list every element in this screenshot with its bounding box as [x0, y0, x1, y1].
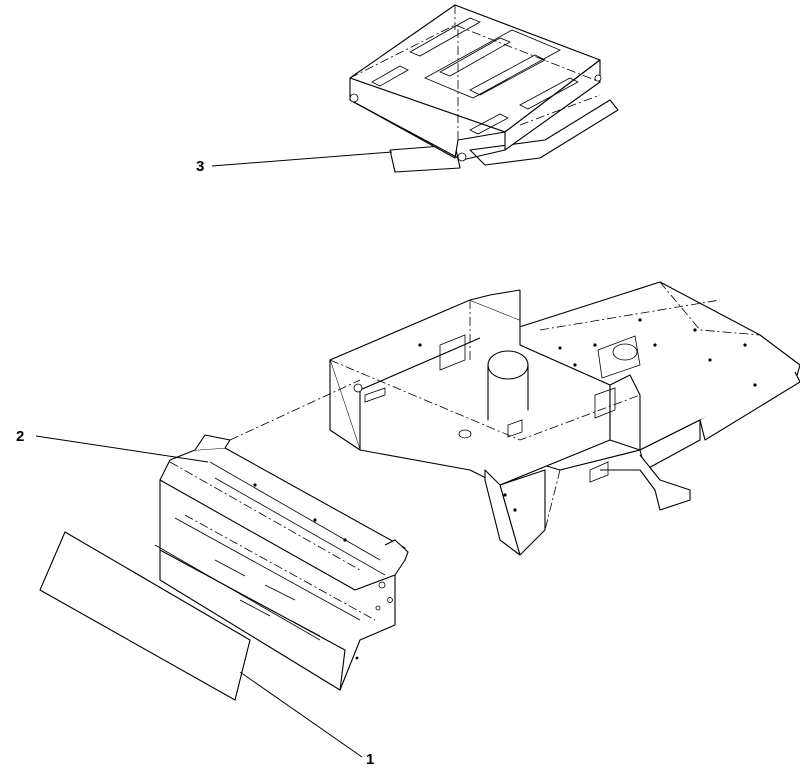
- callout-1: 1: [239, 671, 374, 768]
- seat-plate-part: [349, 4, 619, 173]
- front-shield-part: [154, 379, 409, 691]
- callout-label: 1: [366, 751, 374, 768]
- callout-label: 3: [196, 158, 204, 175]
- main-frame: [329, 281, 800, 556]
- callout-3: 3: [196, 151, 393, 175]
- callout-label: 2: [16, 428, 24, 445]
- callout-2: 2: [16, 428, 209, 463]
- decal-pad-part: [39, 531, 251, 701]
